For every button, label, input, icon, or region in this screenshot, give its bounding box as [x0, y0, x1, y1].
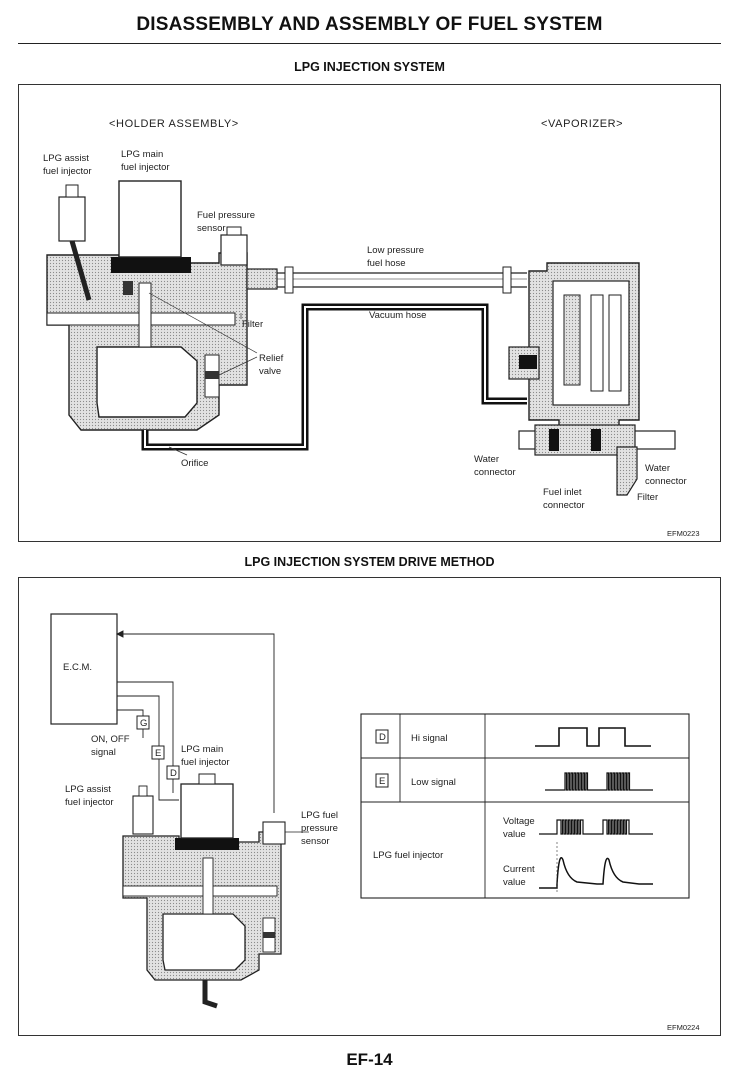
vacuum-hose-label: Vacuum hose: [369, 310, 426, 321]
fuel-pressure-sensor-label-line1: LPG fuel: [301, 810, 338, 821]
assist-injector-small-connector: [138, 785, 148, 797]
fuel-inlet-connector-label-line2: connector: [543, 500, 585, 511]
low-signal-waveform: [545, 772, 653, 791]
pressure-sensor: [220, 226, 248, 266]
current-label-line2: value: [503, 877, 526, 888]
signal-table: [360, 713, 690, 899]
main-injector-label-line2: fuel injector: [121, 162, 170, 173]
water-connector-right-label-line2: connector: [645, 476, 687, 487]
figure2-frame: E.C.M. G E D ON, OFF signal LPG main fue…: [18, 577, 721, 1036]
main-injector-small: [180, 783, 234, 839]
voltage-waveform: [539, 819, 653, 835]
pressure-sensor-label-line2: sensor: [197, 223, 226, 234]
figure1-title: LPG INJECTION SYSTEM: [294, 60, 445, 74]
ecm-label: E.C.M.: [63, 662, 92, 673]
current-waveform: [539, 857, 653, 889]
signal-d-box: [166, 765, 180, 780]
table-row-d-code-box: [375, 729, 389, 744]
water-connector-left-label-line2: connector: [474, 467, 516, 478]
pressure-sensor-label-line1: Fuel pressure: [197, 210, 255, 221]
low-pressure-hose-label-line1: Low pressure: [367, 245, 424, 256]
drive-method-diagram: E.C.M. G E D ON, OFF signal LPG main fue…: [50, 613, 700, 1032]
title-rule: [18, 43, 721, 44]
fuel-inlet-connector-label-line1: Fuel inlet: [543, 487, 582, 498]
fuel-pressure-sensor-label-line2: pressure: [301, 823, 338, 834]
assist-injector-small: [132, 795, 154, 835]
lpg-injection-system-diagram: <HOLDER ASSEMBLY> <VAPORIZER>: [43, 118, 700, 538]
fuel-pressure-sensor-label-line3: sensor: [301, 836, 330, 847]
assist-injector: [58, 184, 92, 301]
low-pressure-fuel-hose: [277, 266, 527, 294]
voltage-label-line1: Voltage: [503, 816, 535, 827]
vaporizer-header: <VAPORIZER>: [541, 118, 623, 130]
on-off-label-line2: signal: [91, 747, 116, 758]
ecm-box: [50, 613, 118, 725]
outlet-fitting: [246, 268, 278, 290]
signal-g-letter: G: [140, 718, 147, 729]
main-injector-label-line1: LPG main: [181, 744, 223, 755]
main-injector-connector: [198, 773, 216, 785]
water-connector-right-label-line1: Water: [645, 463, 670, 474]
on-off-label-line1: ON, OFF: [91, 734, 130, 745]
signal-e-letter: E: [155, 748, 161, 759]
signal-e-box: [151, 745, 165, 760]
low-pressure-hose-label-line2: fuel hose: [367, 258, 406, 269]
holder-assembly-body: [46, 252, 248, 431]
table-row-e-label: Low signal: [411, 777, 456, 788]
assist-injector-label-line1: LPG assist: [65, 784, 111, 795]
assist-injector-label-line2: fuel injector: [65, 797, 114, 808]
orifice-label: Orifice: [181, 458, 208, 469]
page-number: EF-14: [346, 1050, 393, 1069]
figure2-title: LPG INJECTION SYSTEM DRIVE METHOD: [244, 555, 495, 569]
table-row-d-code: D: [379, 732, 386, 743]
vaporizer-body: [508, 262, 676, 496]
figure2-code: EFM0224: [667, 1023, 700, 1032]
figure1-frame: <HOLDER ASSEMBLY> <VAPORIZER>: [18, 84, 721, 542]
holder-assembly-header: <HOLDER ASSEMBLY>: [109, 118, 239, 130]
main-injector-label-line1: LPG main: [121, 149, 163, 160]
vacuum-hose-inner: [144, 306, 527, 448]
assist-injector-label-line1: LPG assist: [43, 153, 89, 164]
signal-g-box: [136, 715, 150, 730]
leader-lines: [148, 292, 258, 456]
assist-injector-label-line2: fuel injector: [43, 166, 92, 177]
table-injector-label: LPG fuel injector: [373, 850, 443, 861]
figure1-code: EFM0223: [667, 529, 700, 538]
main-injector-label-line2: fuel injector: [181, 757, 230, 768]
vaporizer-filter-label: Filter: [637, 492, 658, 503]
holder-assembly-small: [122, 831, 282, 1009]
main-injector-body: [118, 180, 182, 258]
relief-valve-label-line2: valve: [259, 366, 281, 377]
water-connector-left-label-line1: Water: [474, 454, 499, 465]
current-label-line1: Current: [503, 864, 535, 875]
filter-label: Filter: [242, 319, 263, 330]
relief-valve-label-line1: Relief: [259, 353, 284, 364]
table-row-e-code: E: [379, 776, 385, 787]
page-title: DISASSEMBLY AND ASSEMBLY OF FUEL SYSTEM: [136, 14, 603, 35]
pressure-sensor-small: [262, 821, 286, 845]
table-row-e-code-box: [375, 773, 389, 788]
signal-d-letter: D: [170, 768, 177, 779]
table-row-d-label: Hi signal: [411, 733, 447, 744]
voltage-label-line2: value: [503, 829, 526, 840]
hi-signal-waveform: [535, 727, 651, 747]
